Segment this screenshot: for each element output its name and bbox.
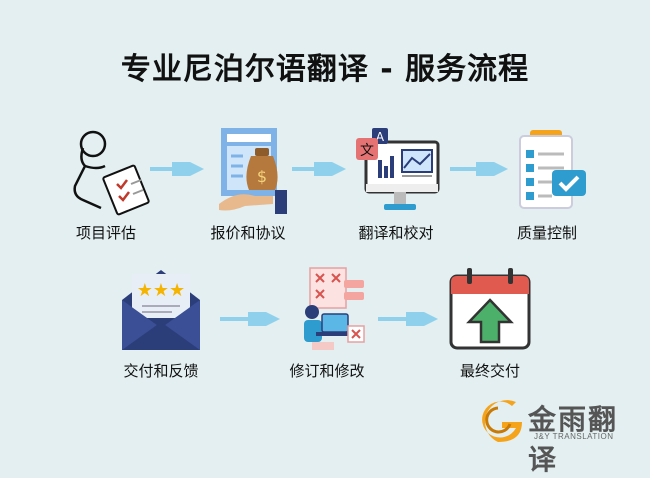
step-label: 报价和协议 [210, 224, 286, 242]
translation-icon: A 文 [356, 128, 440, 210]
quality-checklist-icon [519, 130, 586, 209]
step-label: 修订和修改 [289, 362, 365, 380]
brand-subtitle: J&Y TRANSLATION [534, 432, 614, 441]
svg-text:A: A [376, 130, 385, 144]
step-quality-control: 质量控制 [482, 126, 612, 243]
svg-text:$: $ [257, 167, 267, 186]
step-label: 质量控制 [516, 224, 577, 242]
page-title: 专业尼泊尔语翻译 - 服务流程 [120, 52, 530, 87]
step-label: 项目评估 [75, 224, 136, 242]
flow-arrow-1 [150, 162, 204, 176]
svg-text:★★★: ★★★ [137, 280, 185, 301]
step-translation-proofreading: A 文 翻译和校对 [331, 126, 461, 243]
brand-mark-icon [482, 400, 522, 442]
flow-arrow-5 [378, 312, 438, 326]
step-label: 最终交付 [459, 362, 520, 380]
envelope-rating-icon: ★★★ [122, 270, 200, 350]
quote-agreement-icon: $ [219, 128, 287, 214]
step-label: 翻译和校对 [358, 224, 434, 242]
flow-arrow-2 [292, 162, 346, 176]
step-label: 交付和反馈 [123, 362, 199, 380]
step-revision: 修订和修改 [262, 266, 392, 381]
brand-logo: 金雨翻译 J&Y TRANSLATION [472, 398, 642, 476]
step-project-evaluation: 项目评估 [41, 126, 171, 243]
svg-text:文: 文 [360, 143, 374, 159]
step-final-delivery: 最终交付 [425, 266, 555, 381]
step-quote-agreement: $ 报价和协议 [183, 126, 313, 243]
evaluation-icon [73, 130, 150, 216]
revision-icon [304, 267, 365, 350]
calendar-upload-icon [449, 268, 531, 350]
flow-arrow-4 [220, 312, 280, 326]
flow-arrow-3 [450, 162, 508, 176]
step-delivery-feedback: ★★★ 交付和反馈 [96, 266, 226, 381]
